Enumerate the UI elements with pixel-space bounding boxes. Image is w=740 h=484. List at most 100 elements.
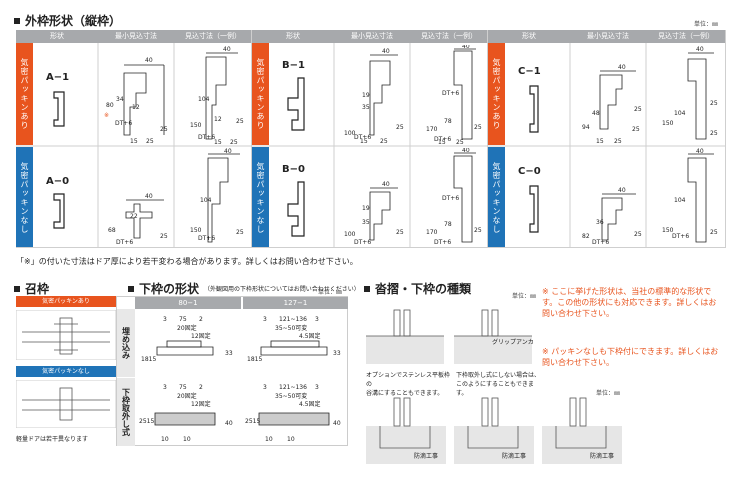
dim-b1-ex-3: DT+6 — [442, 90, 459, 97]
outer-frame-title: 外枠形状（縦枠） — [14, 12, 121, 29]
dim-a1-ex-4: 25 — [236, 118, 244, 125]
dim-a1-ex-5: 15 — [214, 139, 222, 145]
block-c: 形状 最小見込寸法 見込寸法（一例） 気密パッキンあり 気密パッキンなし — [488, 30, 726, 248]
block-b: 形状 最小見込寸法 見込寸法（一例） 気密パッキンあり 気密パッキンなし — [252, 30, 488, 248]
model-b0: B−0 — [282, 164, 305, 175]
dim: 10 — [287, 436, 295, 443]
header-row-c: 形状 最小見込寸法 見込寸法（一例） — [488, 30, 726, 43]
dim: 33 — [333, 350, 341, 357]
threshold-diagram-1 — [364, 300, 446, 366]
dim-b0-ex-4: 25 — [474, 227, 482, 234]
dim-b1-min-4: 25 — [396, 124, 404, 131]
dim-a0-min-1: DT+6 — [116, 239, 133, 246]
threshold-title: 沓摺・下枠の種類 — [364, 280, 471, 297]
dim: 4.5固定 — [299, 400, 321, 408]
dim-a0-ex-3: 25 — [236, 229, 244, 236]
dim-a1-ex-w: 40 — [223, 46, 231, 53]
dim: 20固定 — [177, 324, 197, 332]
dim-b1-ex-6: 25 — [456, 139, 464, 145]
section-square-icon — [14, 17, 20, 24]
col-example: 見込寸法（一例） — [421, 32, 477, 40]
dim-a0-min-h: 68 — [108, 227, 116, 234]
dim: 20固定 — [177, 392, 197, 400]
dim: 2515 — [245, 418, 260, 425]
section-square-icon — [128, 285, 134, 292]
dim-b0-min-2: 35 — [362, 219, 370, 226]
a1-min-diagram: 40 80 ※ 34 12 DT+6 25 15 25 — [104, 57, 168, 145]
dim-b1-min-2: 35 — [362, 104, 370, 111]
dim-b1-ex-2: 78 — [444, 118, 452, 125]
dim-a1-min-h: 80 — [106, 102, 114, 109]
dim-b0-min-3: 19 — [362, 205, 370, 212]
dim-a0-ex-h: 150 — [190, 227, 202, 234]
dim-a0-ex-1: 104 — [200, 197, 212, 204]
meshi-with-label: 気密パッキンあり — [16, 296, 116, 307]
dim: 3 — [315, 384, 319, 391]
waterproof-label: 防滴工事 — [414, 452, 438, 460]
meshi-title: 召枠 — [14, 280, 49, 297]
model-c0: C−0 — [518, 166, 541, 177]
col-127-1: 127−1 — [243, 297, 348, 309]
unit-label: 単位：㎜ — [694, 21, 719, 28]
dim-b0-ex-3: DT+6 — [442, 195, 459, 202]
col-shape: 形状 — [286, 32, 300, 40]
grid-lines — [16, 30, 726, 248]
threshold-caption-2: 下枠取外し式にしない場合は、 このようにすることもできます。 — [456, 372, 541, 397]
dim: 3 — [315, 316, 319, 323]
dim: 3 — [263, 316, 267, 323]
dim-a1-min-5: 15 — [130, 138, 138, 145]
dim-b1-min-h: 100 — [344, 130, 356, 137]
dim-b0-ex-1: DT+6 — [434, 239, 451, 246]
dim-a1-min-3: DT+6 — [115, 120, 132, 127]
dim-b0-ex-h: 170 — [426, 229, 438, 236]
dim-b0-min-h: 100 — [344, 231, 356, 238]
dim-c0-min-2: 36 — [596, 219, 604, 226]
dim: 2 — [199, 384, 203, 391]
dim: 10 — [265, 436, 273, 443]
dim-b1-ex-w: 40 — [462, 45, 470, 50]
dim-b1-min-1: DT+6 — [354, 134, 371, 141]
with-seal-tab: 気密パッキンあり — [252, 43, 269, 145]
with-seal-tab: 気密パッキンあり — [488, 43, 505, 145]
dim-c1-ex-2: 25 — [710, 100, 718, 107]
dim: 121~136 — [279, 316, 307, 323]
dim: 33 — [225, 350, 233, 357]
dim-b1-ex-4: 25 — [474, 124, 482, 131]
lower-r2c1-diagram: 3 75 2 20固定 12固定 2515 10 10 40 — [139, 384, 233, 443]
outer-frame-table: 形状 最小見込寸法 見込寸法（一例） 気密パッキンあり 気密パッキンなし 形状 … — [16, 30, 726, 248]
dim: 1815 — [247, 356, 262, 363]
threshold-diagram-2: グリップアンカー — [454, 309, 534, 364]
dim-a0-min-2: 22 — [130, 213, 138, 220]
meshi-without-label: 気密パッキンなし — [16, 366, 116, 377]
dim: 35~50可変 — [275, 324, 307, 332]
dim-c1-ex-1: 104 — [674, 110, 686, 117]
dim-c0-min-3: 25 — [634, 231, 642, 238]
dim: 3 — [263, 384, 267, 391]
header-row-b: 形状 最小見込寸法 見込寸法（一例） — [252, 30, 488, 43]
profile-a0-icon — [53, 193, 65, 229]
dim-c0-ex-1: 104 — [674, 197, 686, 204]
profile-b0-icon — [287, 181, 305, 237]
profile-c0-icon — [529, 185, 539, 233]
col-example: 見込寸法（一例） — [185, 32, 241, 40]
lower-r1c2-diagram: 3 121~136 3 35~50可変 4.5固定 1815 33 — [247, 316, 341, 363]
dim-c1-min-2: 25 — [634, 106, 642, 113]
col-example: 見込寸法（一例） — [658, 32, 714, 40]
threshold-diagram-3: 防滴工事 — [366, 397, 446, 464]
dim: 1815 — [141, 356, 156, 363]
dim-a1-min-6: 25 — [146, 138, 154, 145]
col-shape: 形状 — [50, 32, 64, 40]
a0-min-diagram: 40 68 DT+6 22 25 — [108, 193, 168, 246]
dim-c0-ex-w: 40 — [696, 148, 704, 155]
dim-c1-min-w: 40 — [618, 64, 626, 71]
b1-ex-diagram: 40 170 DT+6 78 DT+6 25 15 25 — [426, 45, 482, 145]
dim-c1-ex-w: 40 — [696, 46, 704, 53]
dim-c0-min-w: 40 — [618, 187, 626, 194]
dim-b0-min-1: DT+6 — [354, 239, 371, 246]
dim-c0-ex-3: 25 — [710, 229, 718, 236]
dim-c1-min-h: 94 — [582, 124, 590, 131]
note-2-text: ※ パッキンなしも下枠付にできます。詳しくはお問い合わせ下さい。 — [542, 347, 719, 367]
col-80-1: 80−1 — [135, 297, 241, 309]
a1-ex-diagram: 40 150 104 12 DT+6 25 15 25 — [190, 46, 244, 145]
dim: 10 — [183, 436, 191, 443]
